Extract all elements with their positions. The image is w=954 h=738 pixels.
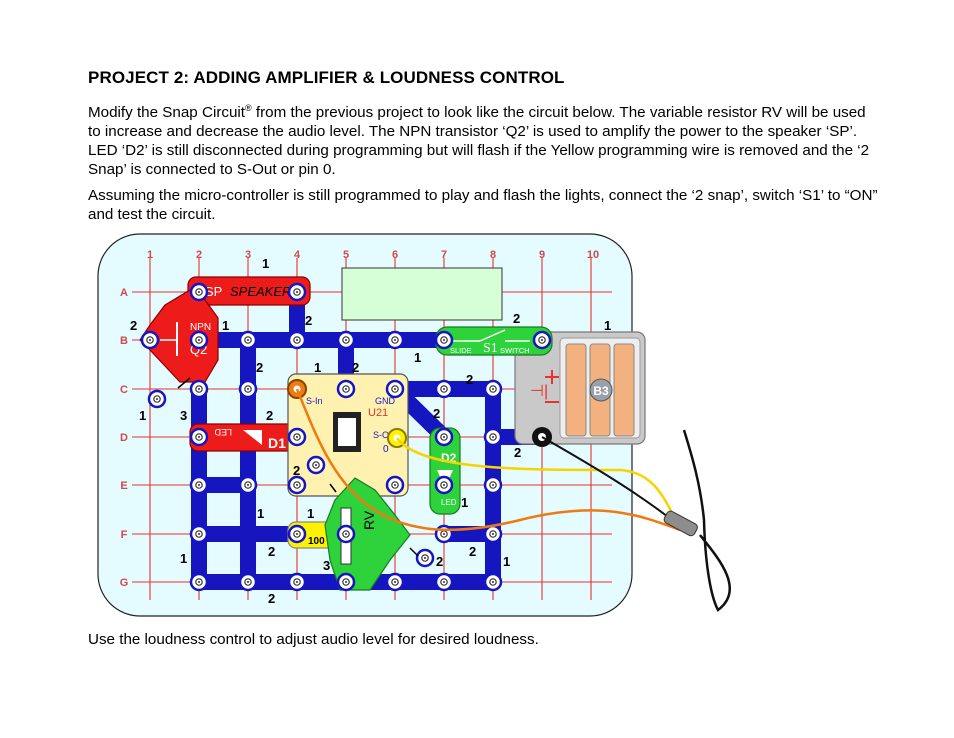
led-d1-text: LED bbox=[214, 427, 232, 437]
micro-sin-label: S-In bbox=[306, 396, 323, 406]
svg-text:1: 1 bbox=[604, 318, 611, 333]
column-label: 2 bbox=[196, 249, 202, 261]
transistor-type: NPN bbox=[190, 322, 211, 333]
speaker-name: SPEAKER bbox=[230, 284, 291, 299]
cable-plug bbox=[663, 510, 698, 537]
rv-id: RV bbox=[361, 510, 377, 530]
svg-text:2: 2 bbox=[293, 463, 300, 478]
svg-text:3: 3 bbox=[180, 408, 187, 423]
micro-sout-label: S-Out bbox=[373, 430, 397, 440]
resistor-value: 100 Ω bbox=[308, 536, 335, 547]
micro-gnd-label: GND bbox=[375, 396, 396, 406]
yellow-programming-wire[interactable] bbox=[395, 437, 682, 529]
svg-text:2: 2 bbox=[514, 445, 521, 460]
row-label: B bbox=[120, 335, 128, 347]
column-label: 8 bbox=[490, 249, 496, 261]
pointer-arrow bbox=[177, 377, 191, 389]
programming-cable bbox=[682, 429, 731, 612]
column-label: 6 bbox=[392, 249, 398, 261]
row-label: E bbox=[120, 480, 127, 492]
led-d1-id: D1 bbox=[268, 435, 286, 451]
svg-text:2: 2 bbox=[436, 554, 443, 569]
row-label: A bbox=[120, 287, 128, 299]
switch-left-label: SLIDE bbox=[450, 346, 472, 355]
svg-text:1: 1 bbox=[503, 554, 510, 569]
column-label: 9 bbox=[539, 249, 545, 261]
instruction-paragraph: Assuming the micro-controller is still p… bbox=[88, 187, 878, 223]
part-count-labels: 1 2 2 1 2 1 1 2 1 2 2 1 3 2 2 2 2 1 1 1 … bbox=[130, 256, 611, 606]
column-label: 3 bbox=[245, 249, 251, 261]
intro-paragraph: Modify the Snap Circuit® from the previo… bbox=[88, 102, 870, 178]
speaker-id: SP bbox=[205, 284, 222, 299]
svg-text:1: 1 bbox=[180, 551, 187, 566]
svg-text:1: 1 bbox=[139, 408, 146, 423]
display-module bbox=[341, 267, 503, 321]
led-d2-text: LED bbox=[441, 498, 457, 507]
svg-text:2: 2 bbox=[256, 360, 263, 375]
footer-note: Use the loudness control to adjust audio… bbox=[88, 631, 539, 648]
svg-text:2: 2 bbox=[268, 544, 275, 559]
svg-text:1: 1 bbox=[461, 495, 468, 510]
svg-text:2: 2 bbox=[466, 372, 473, 387]
micro-id: U21 bbox=[368, 407, 388, 419]
orange-programming-wire[interactable] bbox=[295, 388, 681, 532]
battery-cell bbox=[565, 343, 587, 437]
switch-right-label: SWITCH bbox=[500, 346, 530, 355]
column-label: 5 bbox=[343, 249, 349, 261]
svg-text:1: 1 bbox=[257, 506, 264, 521]
svg-text:2: 2 bbox=[305, 313, 312, 328]
svg-text:2: 2 bbox=[130, 318, 137, 333]
svg-text:2: 2 bbox=[352, 360, 359, 375]
row-label: C bbox=[120, 384, 128, 396]
switch-id: S1 bbox=[483, 341, 498, 356]
column-labels: 1 2 3 4 5 6 7 8 9 10 bbox=[147, 249, 599, 261]
svg-text:2: 2 bbox=[513, 311, 520, 326]
battery-symbol: ⊣| bbox=[530, 383, 548, 400]
svg-text:1: 1 bbox=[307, 506, 314, 521]
svg-text:1: 1 bbox=[262, 256, 269, 271]
row-label: D bbox=[120, 432, 128, 444]
svg-text:3: 3 bbox=[323, 558, 330, 573]
svg-text:1: 1 bbox=[314, 360, 321, 375]
svg-text:2: 2 bbox=[266, 408, 273, 423]
ground-wire bbox=[541, 436, 673, 521]
row-labels: A B C D E F G bbox=[120, 287, 129, 589]
pointer-arrow bbox=[329, 483, 337, 493]
battery-cell bbox=[613, 343, 635, 437]
column-label: 7 bbox=[441, 249, 447, 261]
page-title: PROJECT 2: ADDING AMPLIFIER & LOUDNESS C… bbox=[88, 68, 565, 87]
svg-text:1: 1 bbox=[222, 318, 229, 333]
svg-text:1: 1 bbox=[414, 350, 421, 365]
battery-label: B3 bbox=[593, 384, 609, 398]
row-label: G bbox=[120, 577, 129, 589]
column-label: 1 bbox=[147, 249, 153, 261]
pointer-arrow bbox=[409, 547, 419, 557]
micro-pin-label: 0 bbox=[383, 444, 389, 455]
column-label: 4 bbox=[294, 249, 301, 261]
svg-text:2: 2 bbox=[469, 544, 476, 559]
row-label: F bbox=[121, 529, 128, 541]
svg-text:2: 2 bbox=[268, 591, 275, 606]
svg-text:2: 2 bbox=[433, 406, 440, 421]
column-label: 10 bbox=[587, 249, 599, 261]
